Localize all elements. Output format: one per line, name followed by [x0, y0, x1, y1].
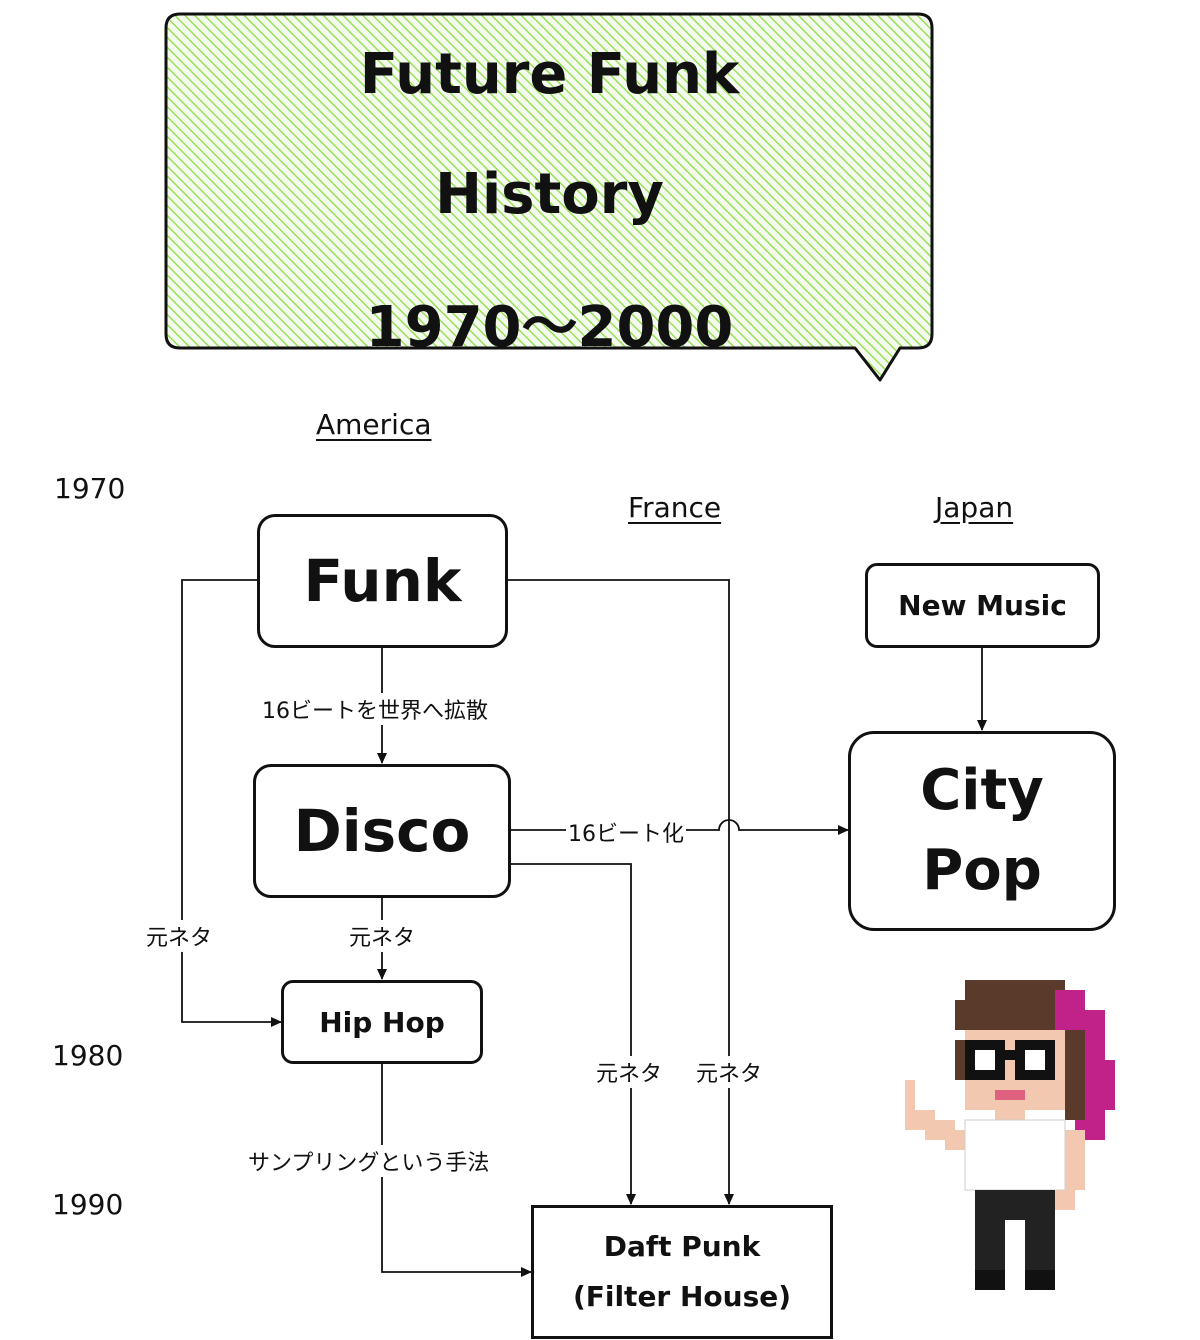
node-daftpunk: Daft Punk (Filter House) — [531, 1205, 833, 1339]
node-newmusic-label: New Music — [898, 589, 1067, 622]
region-america: America — [316, 408, 432, 441]
edge-hiphop-daftpunk — [381, 1064, 532, 1277]
node-hiphop-label: Hip Hop — [319, 1005, 445, 1039]
node-citypop-label-1: City — [920, 758, 1044, 823]
node-citypop: City Pop — [848, 731, 1116, 931]
title-speech-bubble — [164, 12, 934, 382]
year-1980: 1980 — [52, 1039, 124, 1072]
year-1970: 1970 — [54, 472, 126, 505]
pixel-girl-pointing-icon — [905, 980, 1115, 1290]
node-hiphop: Hip Hop — [281, 980, 483, 1064]
edge-label-funk-daftpunk: 元ネタ — [694, 1056, 765, 1088]
edge-label-hiphop-daftpunk: サンプリングという手法 — [246, 1145, 492, 1177]
node-newmusic: New Music — [865, 563, 1100, 648]
edge-label-disco-hiphop: 元ネタ — [347, 920, 418, 952]
title-line-1: Future Funk — [359, 42, 740, 107]
edge-label-funk-hiphop: 元ネタ — [144, 920, 215, 952]
node-disco-label: Disco — [293, 797, 471, 865]
edge-label-disco-citypop: 16ビート化 — [566, 816, 686, 848]
node-daftpunk-label-1: Daft Punk — [603, 1230, 761, 1263]
year-1990: 1990 — [52, 1188, 124, 1221]
node-disco: Disco — [253, 764, 511, 898]
node-citypop-label-2: Pop — [922, 838, 1042, 903]
region-france: France — [628, 491, 722, 524]
node-funk-label: Funk — [303, 547, 462, 615]
node-funk: Funk — [257, 514, 508, 648]
edge-label-funk-disco: 16ビートを世界へ拡散 — [260, 693, 490, 725]
title-line-2: History — [435, 162, 664, 227]
node-daftpunk-label-2: (Filter House) — [572, 1280, 792, 1313]
edge-disco-daftpunk — [511, 863, 636, 1205]
edge-funk-hiphop — [181, 579, 282, 1027]
edge-funk-daftpunk — [508, 579, 734, 1205]
title-line-3: 1970〜2000 — [365, 295, 734, 360]
edge-disco-citypop — [511, 819, 849, 835]
edge-label-disco-daftpunk: 元ネタ — [594, 1056, 665, 1088]
region-japan: Japan — [935, 491, 1014, 524]
